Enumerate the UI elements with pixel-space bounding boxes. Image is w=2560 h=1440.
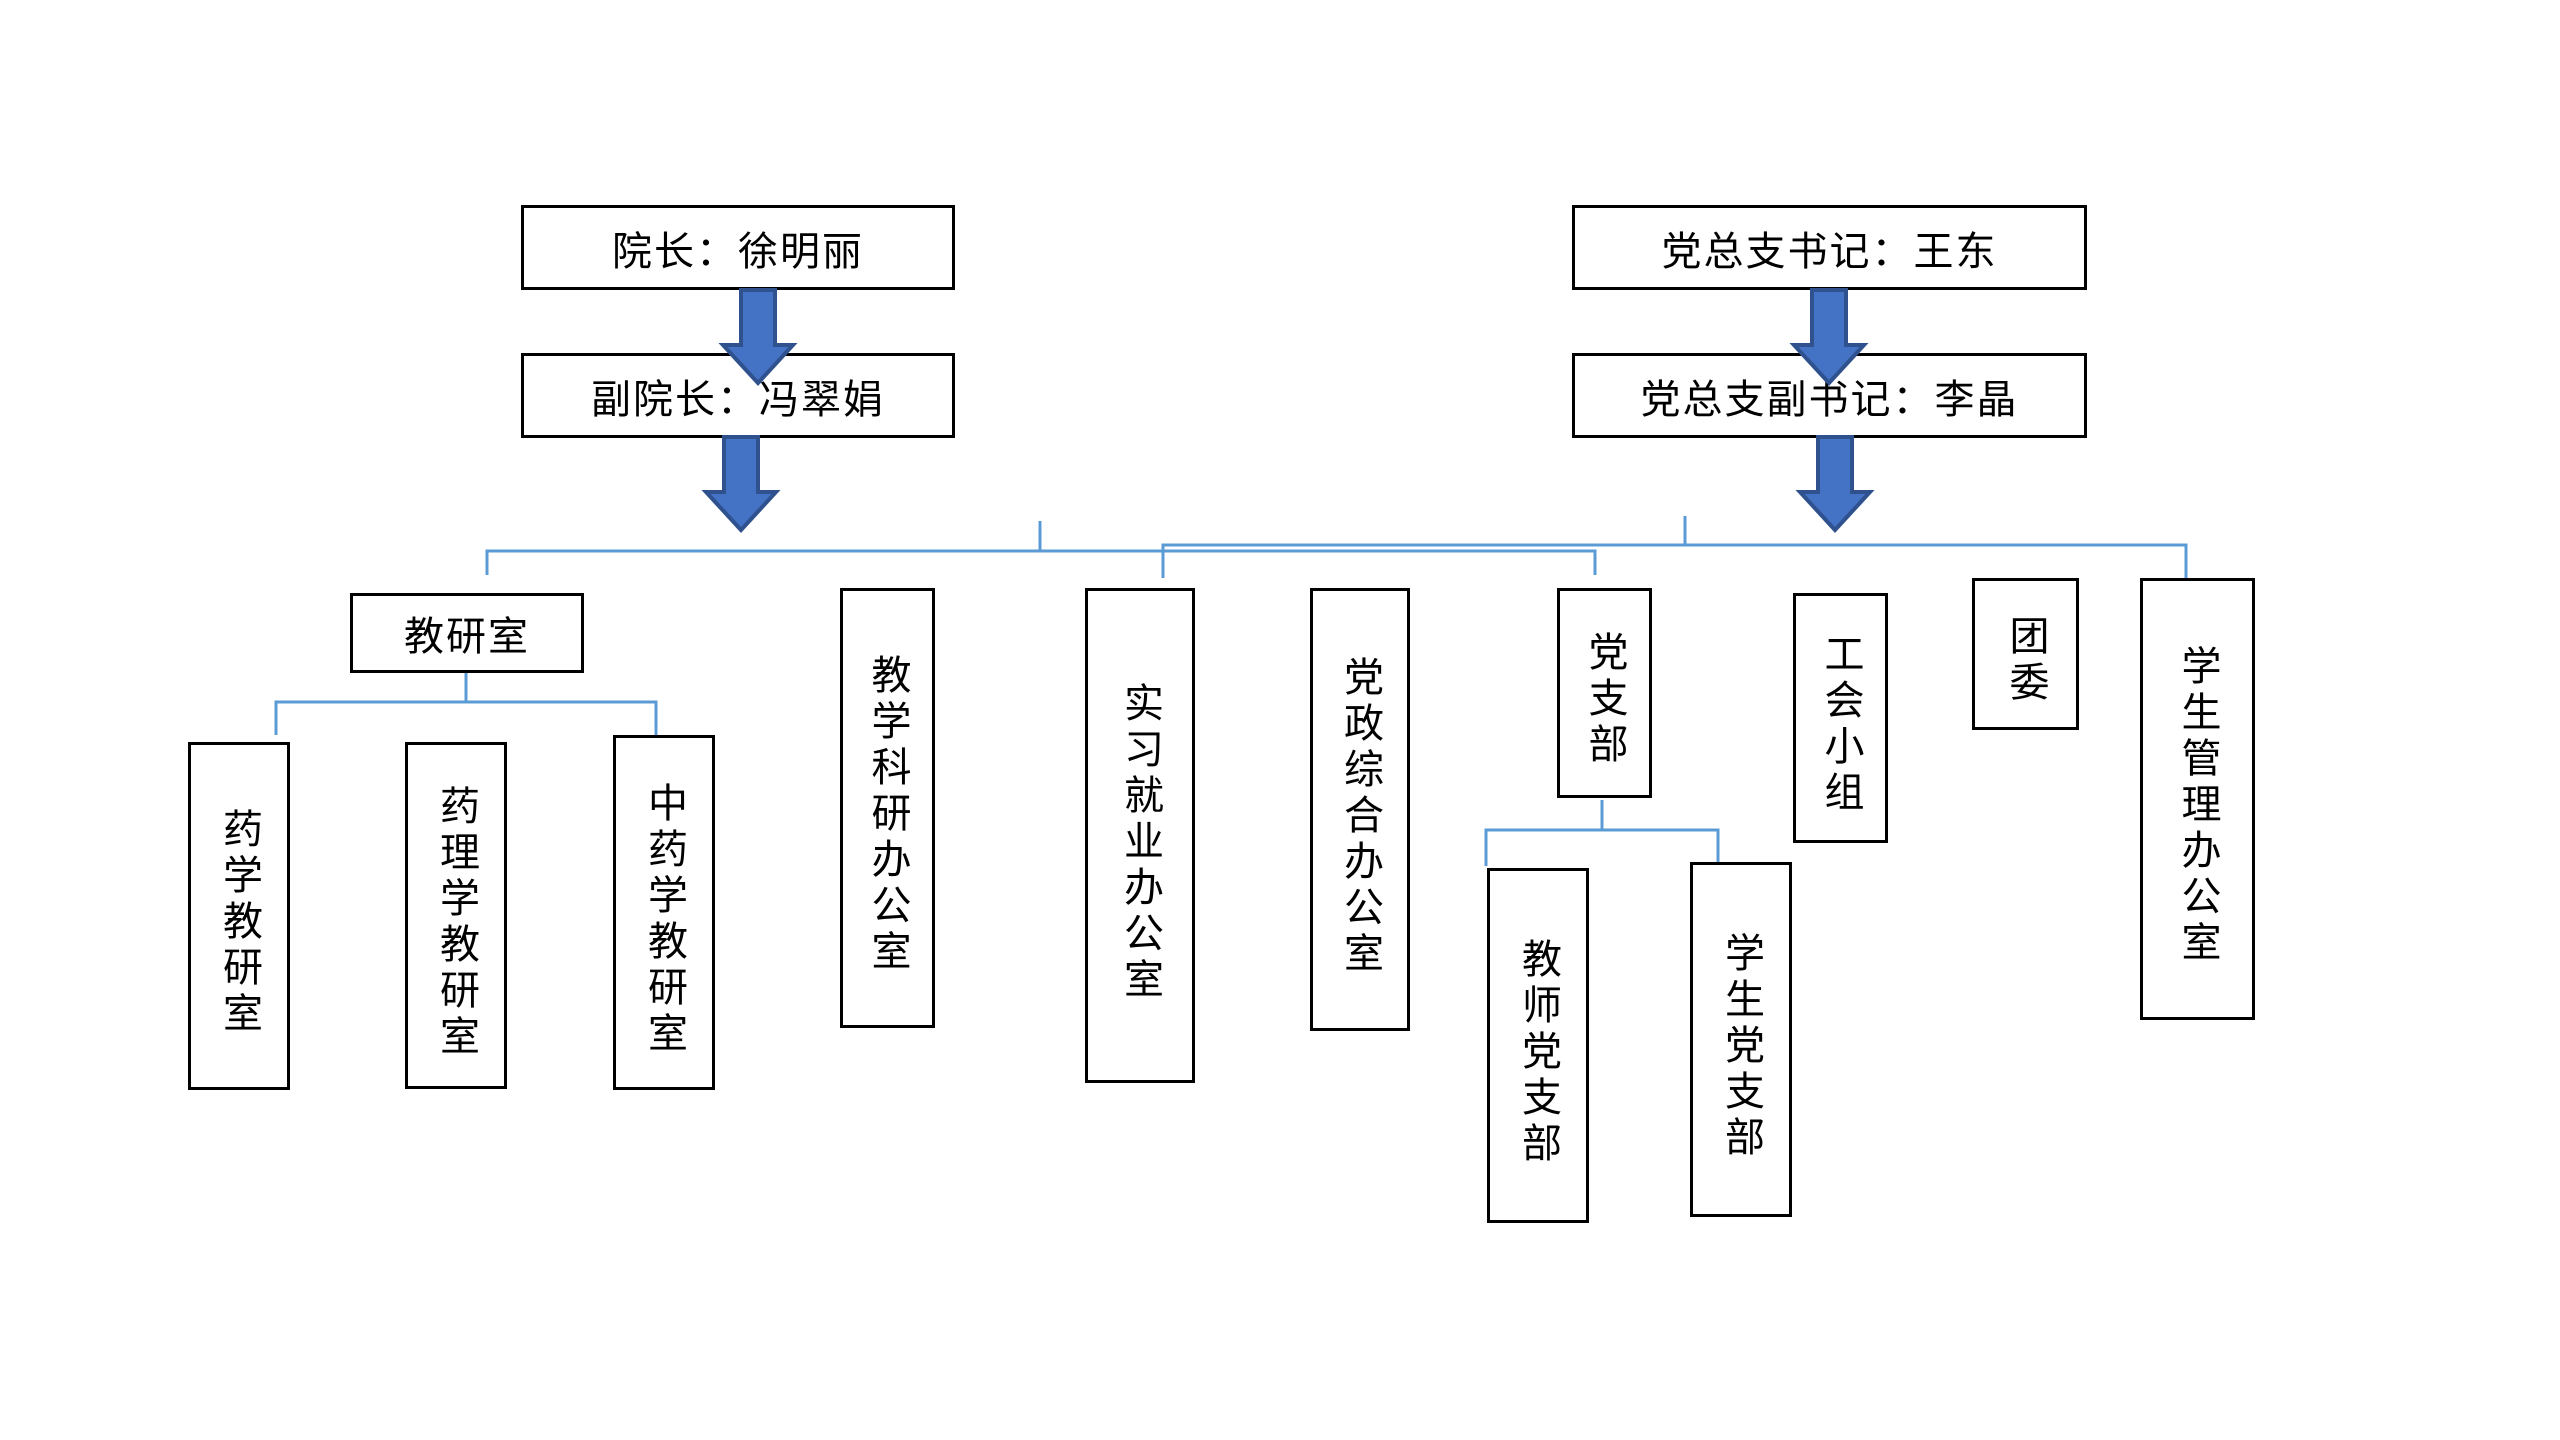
node-youth-league-committee[interactable]: 团委: [1972, 578, 2079, 730]
node-party-vice-secretary[interactable]: 党总支副书记：李晶: [1572, 353, 2087, 438]
node-tcm-pharmacy-trs-label: 中药学教研室: [642, 781, 687, 1058]
node-party-branch-label: 党支部: [1582, 631, 1628, 769]
node-teacher-party-branch[interactable]: 教师党支部: [1487, 868, 1589, 1223]
node-union-group-label: 工会小组: [1818, 633, 1864, 817]
node-party-secretary-label: 党总支书记：王东: [1661, 228, 1998, 274]
node-internship-employment-office[interactable]: 实习就业办公室: [1085, 588, 1195, 1083]
node-pharmacology-trs[interactable]: 药理学教研室: [405, 742, 507, 1089]
node-pharmacy-trs[interactable]: 药学教研室: [188, 742, 290, 1090]
node-dean-label: 院长：徐明丽: [612, 228, 864, 274]
node-vice-dean-label: 副院长：冯翠娟: [591, 376, 885, 422]
arrow-vicesecretary-to-branch: [1795, 435, 1875, 533]
node-teaching-research-office-label: 教研室: [404, 614, 530, 659]
node-teaching-research-admin-office[interactable]: 教学科研办公室: [840, 588, 935, 1028]
node-youth-league-committee-label: 团委: [2003, 615, 2049, 707]
node-party-admin-general-office[interactable]: 党政综合办公室: [1310, 588, 1410, 1031]
node-dean[interactable]: 院长：徐明丽: [521, 205, 955, 290]
node-party-secretary[interactable]: 党总支书记：王东: [1572, 205, 2087, 290]
node-union-group[interactable]: 工会小组: [1793, 593, 1888, 843]
node-student-party-branch[interactable]: 学生党支部: [1690, 862, 1792, 1217]
node-vice-dean[interactable]: 副院长：冯翠娟: [521, 353, 955, 438]
node-party-branch[interactable]: 党支部: [1557, 588, 1652, 798]
node-teaching-research-office[interactable]: 教研室: [350, 593, 584, 673]
node-internship-employment-office-label: 实习就业办公室: [1118, 681, 1163, 1004]
node-party-vice-secretary-label: 党总支副书记：李晶: [1640, 376, 2019, 422]
node-teacher-party-branch-label: 教师党支部: [1516, 937, 1561, 1168]
node-tcm-pharmacy-trs[interactable]: 中药学教研室: [613, 735, 715, 1090]
node-student-management-office-label: 学生管理办公室: [2175, 645, 2221, 967]
node-student-management-office[interactable]: 学生管理办公室: [2140, 578, 2255, 1020]
node-pharmacy-trs-label: 药学教研室: [217, 808, 262, 1038]
node-party-admin-general-office-label: 党政综合办公室: [1338, 655, 1383, 978]
node-teaching-research-admin-office-label: 教学科研办公室: [865, 654, 911, 976]
node-pharmacology-trs-label: 药理学教研室: [434, 784, 479, 1061]
arrow-vicedean-to-branch: [701, 435, 781, 533]
node-student-party-branch-label: 学生党支部: [1719, 931, 1764, 1162]
